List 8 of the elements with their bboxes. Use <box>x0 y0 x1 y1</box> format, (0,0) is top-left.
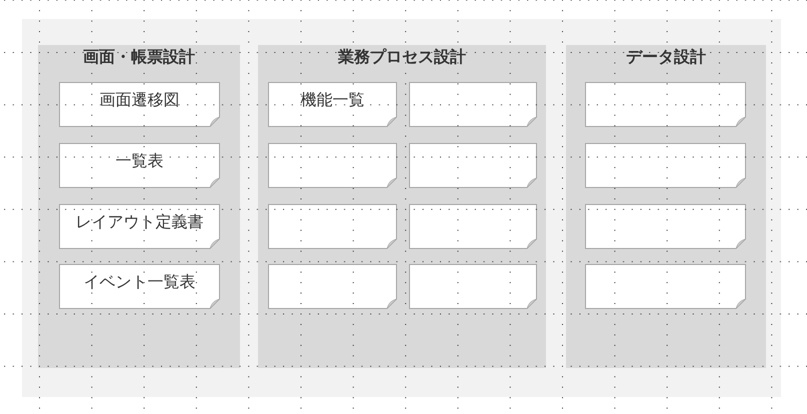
note-text: イベント一覧表 <box>84 272 196 292</box>
note-text: 画面遷移図 <box>100 90 180 110</box>
column-title: 画面・帳票設計 <box>83 47 195 67</box>
note-text: レイアウト定義書 <box>76 212 204 232</box>
column-title: 業務プロセス設計 <box>338 47 466 67</box>
note-text: 一覧表 <box>116 151 164 171</box>
column-title: データ設計 <box>626 47 706 67</box>
note-text: 機能一覧 <box>300 90 364 110</box>
